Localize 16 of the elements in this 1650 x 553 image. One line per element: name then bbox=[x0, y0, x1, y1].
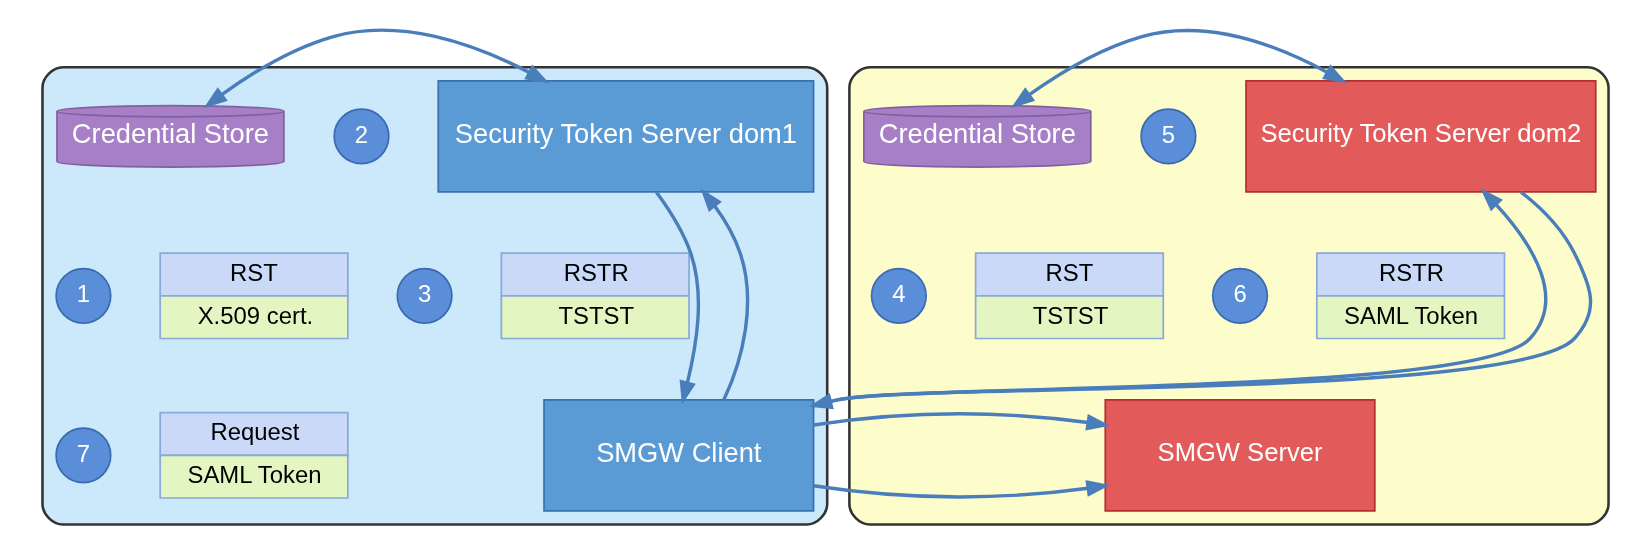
arrow bbox=[654, 191, 700, 405]
node-circle: 3 bbox=[395, 267, 453, 324]
arrow bbox=[1010, 28, 1347, 109]
node-box: Security Token Server dom2 bbox=[1244, 80, 1597, 193]
node-circle: 6 bbox=[1211, 267, 1268, 324]
arrow bbox=[699, 188, 749, 401]
node-circle: 2 bbox=[332, 108, 390, 165]
node-circle: 1 bbox=[54, 267, 112, 324]
node-box: SMGW Server bbox=[1103, 399, 1376, 512]
node-circle: 5 bbox=[1139, 108, 1197, 165]
node-box: Security Token Server dom1 bbox=[436, 80, 814, 193]
node-box: SMGW Client bbox=[542, 399, 814, 512]
node-circle: 7 bbox=[54, 427, 112, 484]
arrow bbox=[203, 28, 549, 109]
node-circle: 4 bbox=[870, 267, 927, 324]
arrow bbox=[812, 412, 1110, 499]
